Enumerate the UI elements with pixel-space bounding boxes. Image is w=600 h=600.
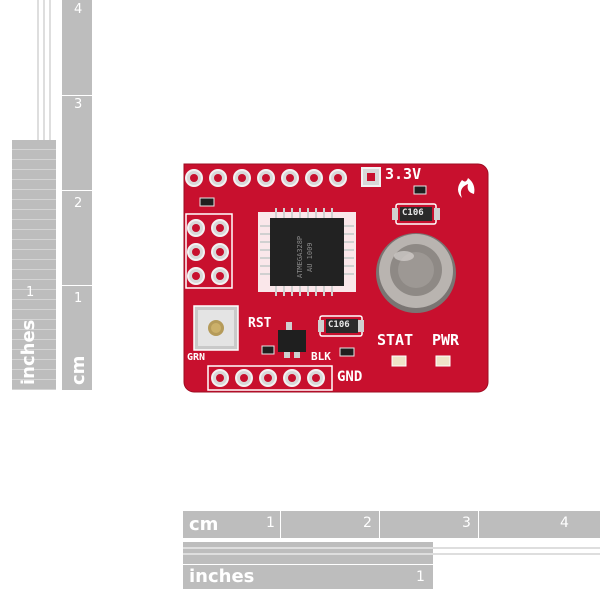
horizontal-cm-label: cm [189,514,219,535]
vertical-cm-mark-4: 4 [74,2,83,17]
horizontal-cm-mark-2: 2 [363,515,372,531]
horizontal-ruler-inches: inches 1 [183,565,433,589]
horizontal-inches-label: inches [189,566,255,587]
silk-ground-left-label: GRN [187,352,206,363]
horizontal-cm-mark-4: 4 [560,515,569,531]
vertical-cm-mark-2: 2 [74,196,83,211]
horizontal-cm-mark-3: 3 [462,515,471,531]
silk-black-label: BLK [311,350,331,363]
mcu-chip [258,208,356,296]
silk-stat-label: STAT [377,331,414,349]
silk-pwr-label: PWR [432,331,460,349]
silk-reset-label: RST [248,316,272,331]
vertical-inches-mark-1: 1 [26,285,35,300]
vertical-cm-mark-3: 3 [74,97,83,112]
chip-marking-line-1: ATMEGA328P [296,235,304,278]
silk-cap-top-label: C106 [402,208,424,218]
horizontal-cm-mark-1: 1 [266,515,275,531]
silk-ground-label: GND [337,369,363,385]
sparkfun-logo [458,178,475,198]
ir-sensor [376,233,456,313]
horizontal-ruler-cm: cm 1 2 3 4 [183,511,600,538]
bottom-header-pads [211,369,325,387]
silk-voltage-label: 3.3V [385,165,422,183]
horizontal-inches-mark-1: 1 [416,569,425,585]
silk-cap-mid-label: C106 [328,320,350,330]
chip-marking-line-2: AU 1009 [306,242,314,272]
vertical-ruler-inches: inches 1 [12,140,56,390]
vertical-ruler-cm: cm 1 2 3 4 [62,0,92,390]
reset-button-graphic [193,305,239,351]
vertical-cm-mark-1: 1 [74,291,83,306]
